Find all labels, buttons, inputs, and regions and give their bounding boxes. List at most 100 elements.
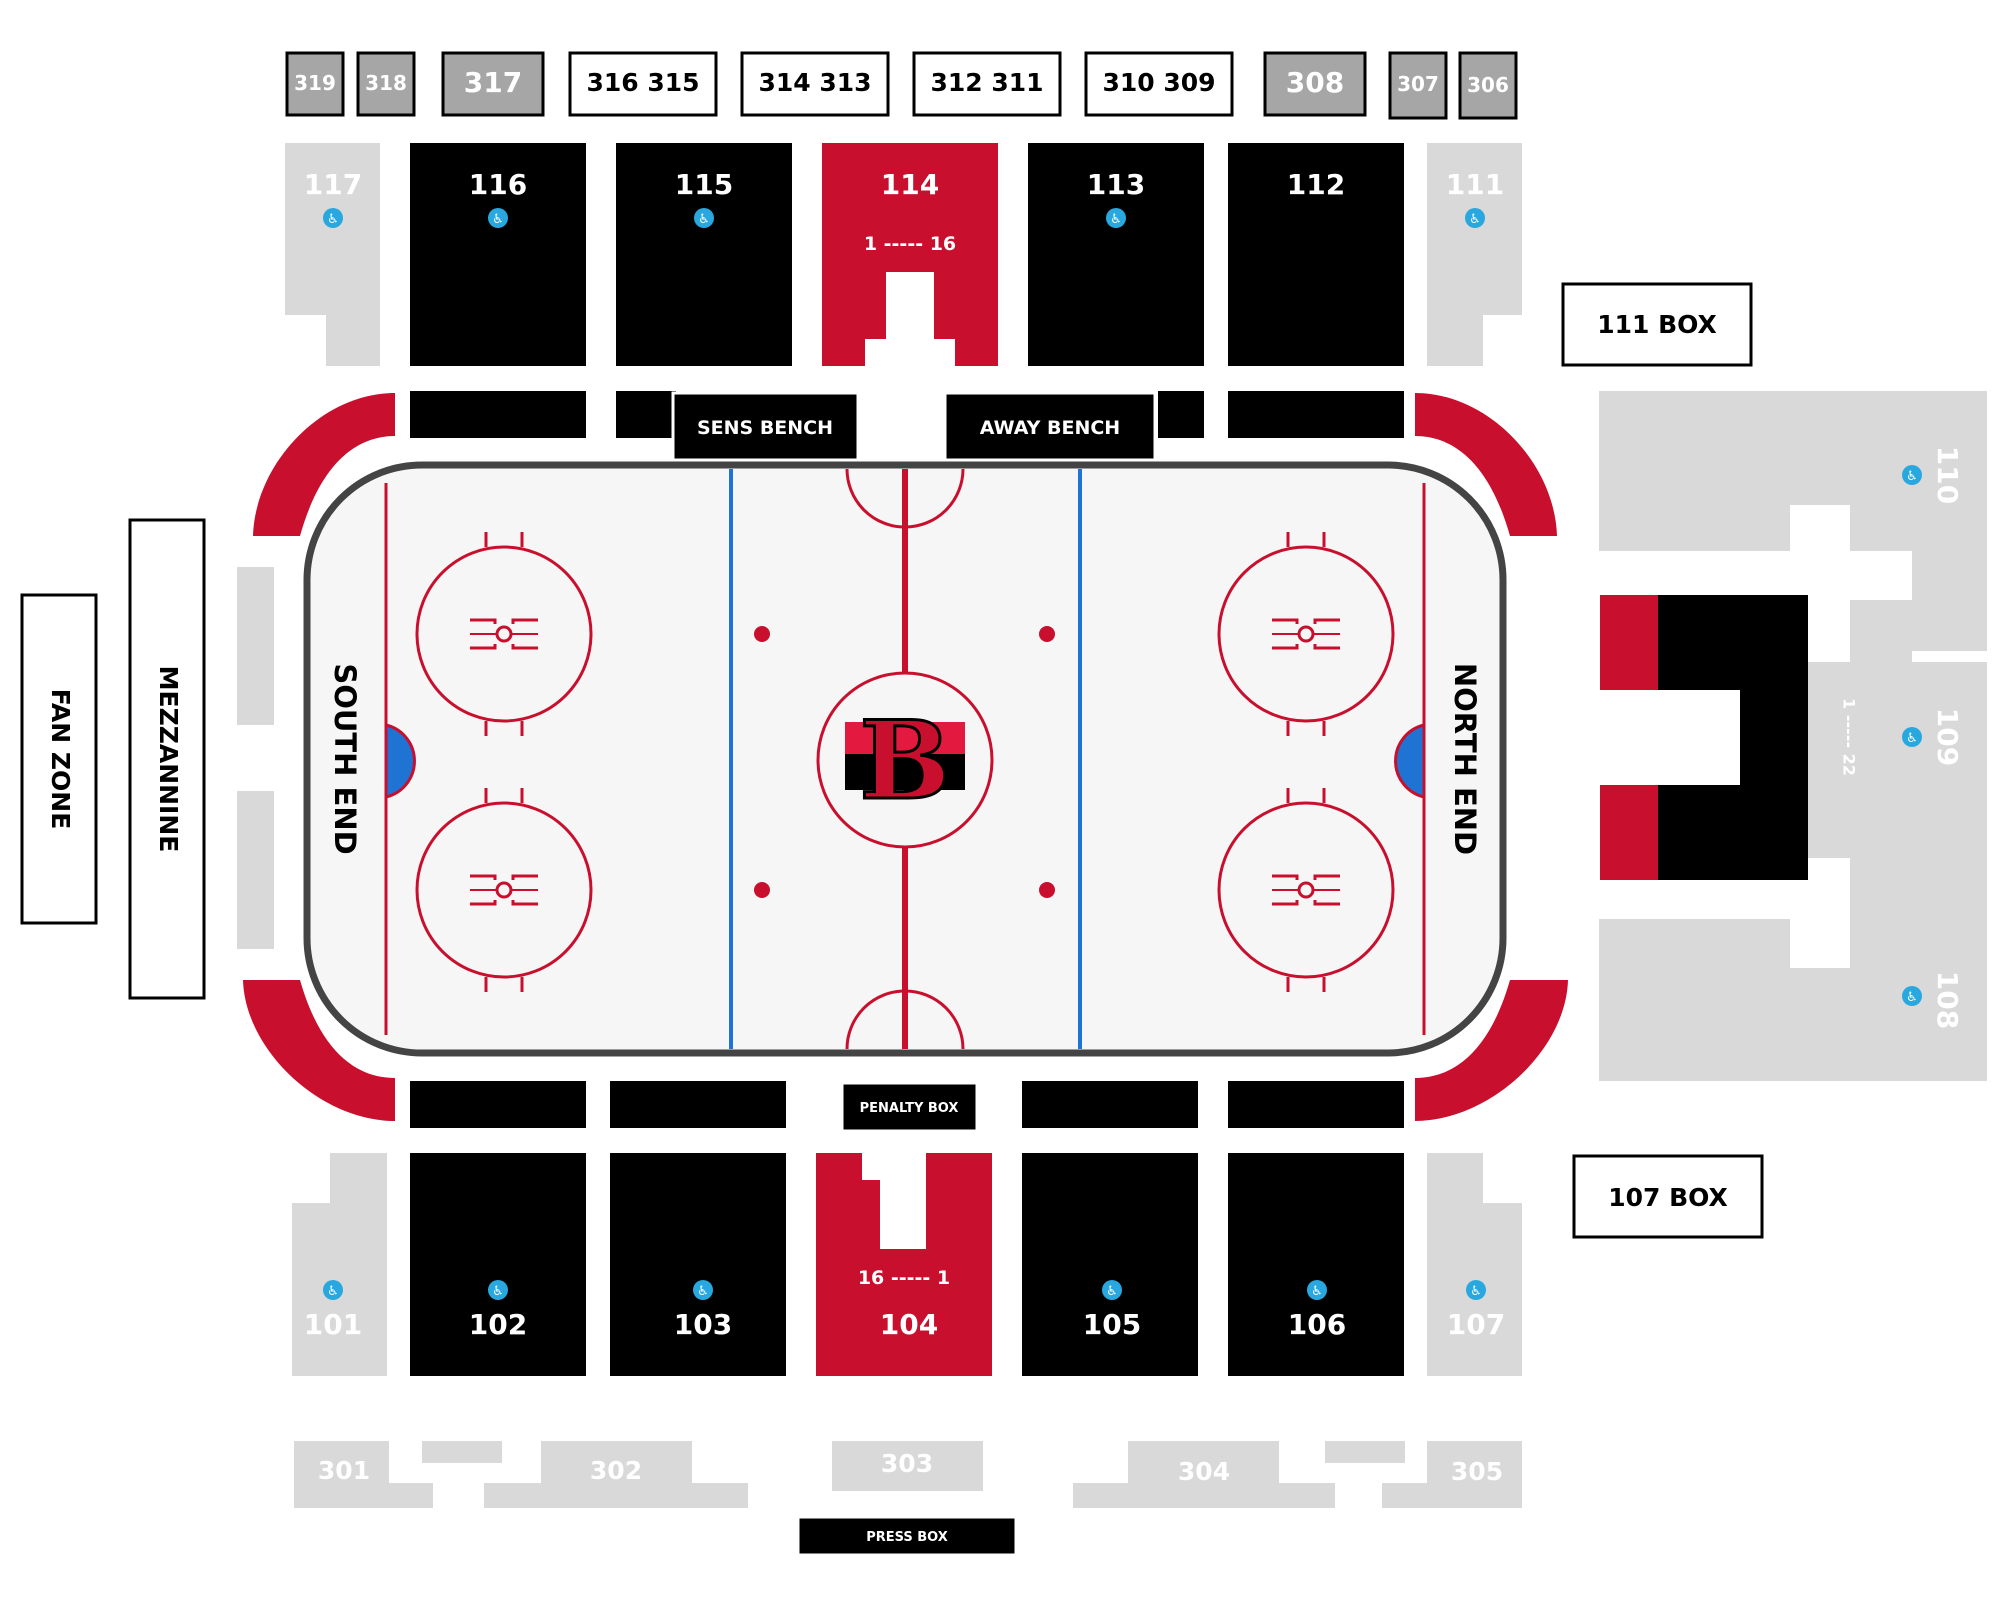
- section-312-311[interactable]: 312 311: [912, 51, 1062, 117]
- section-319-label: 319: [294, 71, 336, 95]
- accessible-icon: [693, 1280, 713, 1300]
- section-317-label: 317: [464, 66, 522, 99]
- section-108[interactable]: 108 ♿: [1599, 858, 1987, 1081]
- referee-crease-top: [845, 468, 965, 529]
- mezzanine[interactable]: MEZZANNINE: [128, 518, 206, 1000]
- section-305[interactable]: 305: [1382, 1441, 1522, 1508]
- section-109[interactable]: 109 ♿ 1 ----- 22: [1808, 600, 1987, 920]
- accessible-icon: [488, 1280, 508, 1300]
- section-101-label: 101: [304, 1308, 362, 1341]
- corner-section-top-left[interactable]: [253, 393, 395, 536]
- section-318[interactable]: 318: [356, 51, 416, 117]
- upper-level-boxes: 319 318 317 316 315 314 313 312 311 310 …: [285, 51, 1518, 120]
- section-107[interactable]: ♿ 107: [1427, 1153, 1522, 1376]
- section-304[interactable]: 304: [1073, 1441, 1335, 1508]
- section-301[interactable]: 301: [294, 1441, 433, 1508]
- balcony-walkway: [1325, 1441, 1405, 1463]
- section-314-313-label: 314 313: [758, 68, 871, 97]
- section-103[interactable]: ♿ 103: [610, 1153, 786, 1376]
- section-317[interactable]: 317: [441, 51, 545, 117]
- accessible-icon: [488, 208, 508, 228]
- section-102[interactable]: ♿ 102: [410, 1153, 586, 1376]
- section-105[interactable]: ♿ 105: [1022, 1153, 1198, 1376]
- box-111-label: 111 BOX: [1597, 310, 1717, 339]
- section-110[interactable]: 110 ♿: [1599, 391, 1987, 651]
- section-113[interactable]: 113 ♿: [1028, 143, 1204, 366]
- south-end-label: SOUTH END: [328, 663, 362, 854]
- fan-zone-label: FAN ZONE: [46, 689, 75, 830]
- section-104-label: 104: [880, 1308, 938, 1341]
- section-318-label: 318: [365, 71, 407, 95]
- section-307-label: 307: [1397, 72, 1439, 96]
- section-112[interactable]: 112: [1228, 143, 1404, 366]
- corner-section-top-right[interactable]: [1415, 393, 1557, 536]
- section-111[interactable]: 111 ♿: [1427, 143, 1522, 366]
- mezzanine-label: MEZZANNINE: [154, 666, 183, 853]
- section-306-label: 306: [1467, 73, 1509, 97]
- corner-sections: [243, 393, 1568, 1121]
- rinkside-seats[interactable]: [410, 1081, 586, 1128]
- accessible-icon: [1102, 1280, 1122, 1300]
- section-105-label: 105: [1083, 1308, 1141, 1341]
- standing-area-left-upper: [237, 567, 274, 725]
- section-101[interactable]: ♿ 101: [292, 1153, 387, 1376]
- penalty-box[interactable]: PENALTY BOX: [840, 1081, 979, 1133]
- section-104[interactable]: 16 ----- 1 104: [816, 1153, 992, 1376]
- section-111-label: 111: [1446, 168, 1504, 201]
- section-312-311-label: 312 311: [930, 68, 1043, 97]
- sens-bench[interactable]: SENS BENCH: [671, 391, 860, 462]
- svg-text:♿: ♿: [1311, 1284, 1323, 1299]
- rinkside-seats[interactable]: [410, 391, 586, 438]
- section-102-label: 102: [469, 1308, 527, 1341]
- rinkside-seats[interactable]: [610, 1081, 786, 1128]
- away-bench-label: AWAY BENCH: [980, 417, 1120, 439]
- faceoff-circle-south-top: [415, 532, 593, 736]
- box-107[interactable]: 107 BOX: [1572, 1154, 1764, 1239]
- section-301-label: 301: [318, 1456, 370, 1485]
- rinkside-seats[interactable]: [1228, 1081, 1404, 1128]
- rinkside-seats[interactable]: [1228, 391, 1404, 438]
- section-306[interactable]: 306: [1458, 51, 1518, 120]
- rinkside-seats[interactable]: [1158, 391, 1204, 438]
- standing-area-left-lower: [237, 791, 274, 949]
- away-bench[interactable]: AWAY BENCH: [943, 391, 1157, 462]
- section-117[interactable]: 117 ♿: [285, 143, 380, 366]
- section-316-315[interactable]: 316 315: [568, 51, 718, 117]
- faceoff-circle-north-top: [1217, 532, 1395, 736]
- section-314-313[interactable]: 314 313: [740, 51, 890, 117]
- rinkside-seats[interactable]: [1022, 1081, 1198, 1128]
- section-116[interactable]: 116 ♿: [410, 143, 586, 366]
- accessible-icon: [1902, 727, 1922, 747]
- press-box-label: PRESS BOX: [866, 1530, 948, 1545]
- premium-end-section[interactable]: [1600, 595, 1808, 880]
- corner-section-bottom-right[interactable]: [1415, 980, 1568, 1121]
- accessible-icon: [1465, 208, 1485, 228]
- section-319[interactable]: 319: [285, 51, 345, 117]
- svg-text:♿: ♿: [492, 1284, 504, 1299]
- section-115[interactable]: 115 ♿: [616, 143, 792, 366]
- corner-section-bottom-left[interactable]: [243, 980, 395, 1121]
- section-308[interactable]: 308: [1263, 51, 1367, 117]
- section-310-309-label: 310 309: [1102, 68, 1215, 97]
- section-103-label: 103: [674, 1308, 732, 1341]
- section-302[interactable]: 302: [484, 1441, 748, 1508]
- section-115-label: 115: [675, 168, 733, 201]
- rinkside-seats[interactable]: [616, 391, 676, 438]
- section-106[interactable]: ♿ 106: [1228, 1153, 1404, 1376]
- section-114[interactable]: 114 1 ----- 16: [822, 143, 998, 366]
- box-111[interactable]: 111 BOX: [1561, 282, 1753, 367]
- team-logo: B: [845, 697, 965, 826]
- fan-zone[interactable]: FAN ZONE: [20, 593, 98, 925]
- goal-crease-south: [384, 723, 416, 799]
- svg-text:♿: ♿: [327, 212, 339, 227]
- north-end-label: NORTH END: [1448, 663, 1482, 855]
- section-310-309[interactable]: 310 309: [1084, 51, 1234, 117]
- accessible-icon: [1466, 1280, 1486, 1300]
- section-104-rows: 16 ----- 1: [858, 1267, 950, 1289]
- section-303[interactable]: 303: [832, 1441, 983, 1491]
- accessible-icon: [323, 208, 343, 228]
- section-307[interactable]: 307: [1388, 51, 1448, 120]
- section-308-label: 308: [1286, 66, 1344, 99]
- faceoff-dot: [1039, 882, 1055, 898]
- press-box[interactable]: PRESS BOX: [796, 1515, 1018, 1557]
